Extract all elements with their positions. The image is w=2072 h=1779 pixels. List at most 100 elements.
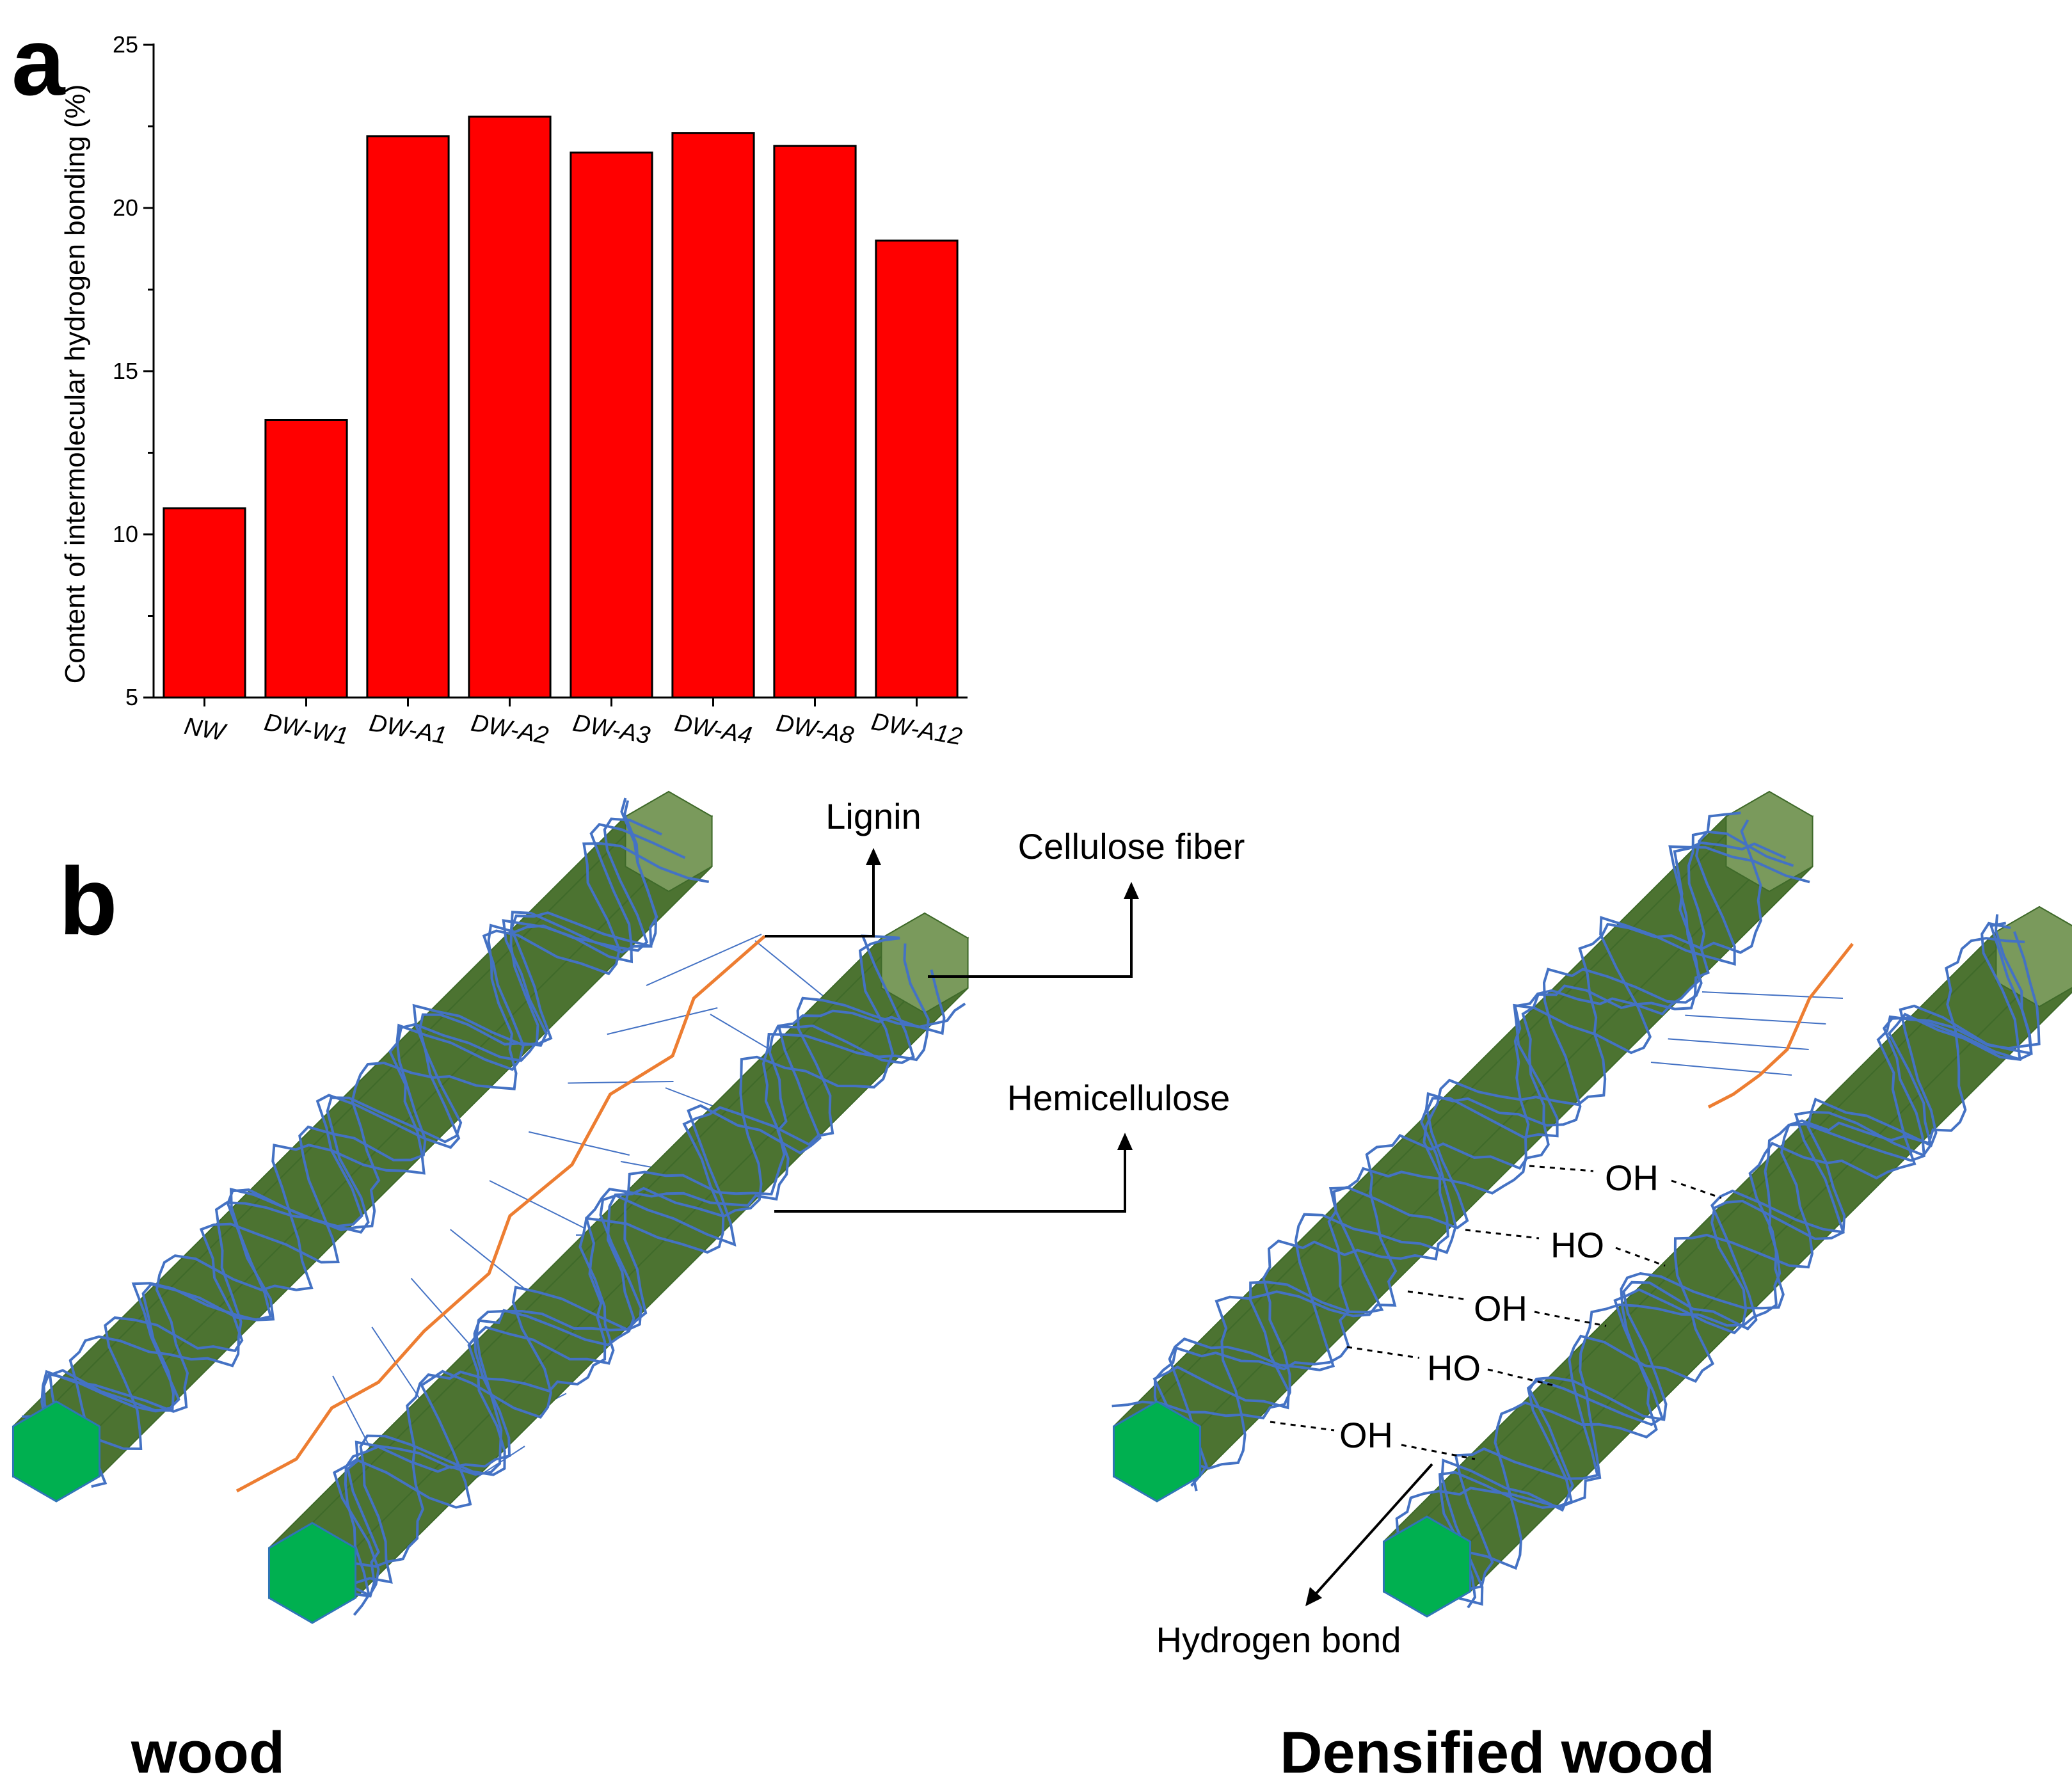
hemicellulose-strand: [1112, 819, 1762, 1420]
hemicellulose-strand: [1438, 921, 2021, 1609]
x-tick-label: DW-A3: [571, 710, 652, 750]
hemicellulose-strand: [40, 797, 658, 1449]
hemicellulose-strand: [22, 842, 710, 1451]
x-tick-label: DW-A12: [869, 708, 964, 751]
y-axis: 5 10 15 20 25: [113, 31, 155, 710]
hbond-dash: [1401, 1444, 1476, 1460]
lignin-label: Lignin: [825, 796, 921, 836]
bar-DW-A12: [875, 239, 959, 699]
hemicellulose-strand: [300, 969, 946, 1584]
x-tick-label: DW-A2: [469, 710, 550, 750]
x-tick-label: DW-A4: [673, 710, 754, 750]
hydroxyl-label: OH: [1339, 1415, 1393, 1455]
x-tick-label: DW-A8: [774, 710, 856, 750]
fiber-end-cap: [1112, 1400, 1202, 1503]
bar-DW-W1: [264, 419, 348, 699]
x-axis: NW DW-W1 DW-A1 DW-A2 DW-A3 DW-A4 DW-A8 DW-A12: [154, 696, 968, 751]
hemicellulose-leader-line: [774, 1145, 1126, 1213]
hemicellulose-link: [646, 934, 762, 986]
hemicellulose-link: [607, 1007, 718, 1035]
hydroxyl-label: OH: [1474, 1288, 1527, 1328]
hemicellulose-strand: [42, 817, 662, 1474]
hydrogen-bond-lines: [1270, 1165, 1722, 1460]
panel-letter-a: a: [12, 8, 66, 115]
hemicellulose-strand: [1445, 914, 2033, 1591]
bar-NW: [163, 507, 246, 699]
hemicellulose-link: [489, 1180, 586, 1229]
fiber-face: [1426, 905, 2072, 1543]
bar-DW-A3: [570, 151, 653, 699]
fiber-end-cap: [1382, 1515, 1472, 1618]
hemicellulose-link: [1668, 1038, 1809, 1050]
fiber-wood-back: [12, 790, 713, 1503]
hemicellulose-link: [568, 1081, 674, 1084]
fiber-end-cap: [12, 1400, 101, 1503]
hbond-dash: [1346, 1346, 1420, 1359]
hemicellulose-arrowhead: [1117, 1133, 1133, 1150]
hemicellulose-strand: [48, 822, 686, 1484]
x-tick-label: DW-A1: [367, 710, 449, 750]
x-tick-label: DW-W1: [262, 709, 351, 750]
cellulose-leader-line: [928, 895, 1133, 978]
lignin-leader-line: [765, 861, 875, 937]
lignin-chain: [1707, 943, 1854, 1109]
lignin-arrowhead: [866, 848, 881, 865]
hemicellulose-strand: [1440, 921, 2033, 1606]
cellulose-fiber-label: Cellulose fiber: [1018, 826, 1245, 866]
caption-wood: wood: [131, 1720, 285, 1779]
hemicellulose-link: [1685, 1014, 1826, 1025]
panel-letter-b: b: [59, 847, 118, 955]
y-tick-label: 25: [113, 31, 138, 58]
panel-b-schematic: b Lignin Cellulose fiber Hemicellulose H…: [12, 790, 2072, 1779]
hemicellulose-label: Hemicellulose: [1007, 1078, 1231, 1118]
hbond-dash: [1529, 1165, 1594, 1172]
hemicellulose-link: [1650, 1062, 1792, 1076]
hbond-dash: [1270, 1421, 1335, 1432]
bar-DW-A1: [366, 135, 450, 699]
hydrogen-bond-label: Hydrogen bond: [1156, 1620, 1401, 1660]
hydrogen-bond-arrowhead: [1305, 1587, 1322, 1606]
caption-densified-wood: Densified wood: [1280, 1720, 1715, 1779]
hemicellulose-link: [529, 1131, 630, 1156]
hydroxyl-label: OH: [1605, 1158, 1659, 1198]
hemicellulose-link: [1701, 991, 1844, 999]
bars-group: [163, 115, 959, 699]
fiber-end-cap: [267, 1522, 357, 1624]
fiber-densified-back: [1112, 790, 1814, 1503]
hydroxyl-label: HO: [1550, 1225, 1604, 1265]
hbond-dash: [1671, 1179, 1722, 1199]
fiber-wood-front: [267, 912, 969, 1624]
hbond-dash: [1615, 1247, 1666, 1267]
fiber-face: [268, 913, 925, 1549]
cellulose-arrowhead: [1124, 882, 1139, 899]
bar-DW-A4: [671, 132, 755, 699]
hbond-dash: [1487, 1368, 1554, 1387]
hbond-dash: [1465, 1229, 1540, 1240]
fiber-densified-front: [1382, 905, 2072, 1618]
callout-lines: [765, 848, 1433, 1606]
hemicellulose-strand: [296, 1002, 966, 1568]
hydroxyl-label: HO: [1427, 1348, 1481, 1388]
fiber-far-end: [1725, 790, 1813, 893]
hbond-dash: [1534, 1311, 1607, 1327]
panel-a-chart: a Content of intermolecular hydrogen bon…: [12, 8, 968, 751]
hemicellulose-strand: [1168, 845, 1810, 1487]
y-tick-label: 20: [113, 195, 138, 221]
y-tick-label: 10: [113, 521, 138, 547]
hbond-dash: [1407, 1290, 1465, 1300]
y-tick-label: 15: [113, 358, 138, 384]
fibers-group: [12, 790, 2072, 1624]
bar-DW-A8: [773, 145, 857, 699]
y-axis-title: Content of intermolecular hydrogen bondi…: [60, 84, 91, 684]
lignin-chain: [235, 935, 766, 1493]
x-tick-label: NW: [182, 713, 229, 747]
hemicellulose-strand: [333, 937, 900, 1598]
bar-DW-A2: [468, 115, 552, 699]
hemicellulose-strand: [303, 934, 915, 1597]
hemicellulose-strand: [1153, 811, 1741, 1455]
y-tick-label: 5: [125, 684, 138, 710]
hydroxyl-labels: OH HO OH HO OH: [1339, 1158, 1659, 1455]
hemicellulose-strand: [344, 943, 930, 1616]
hydrogen-bond-arrow-line: [1314, 1463, 1433, 1596]
